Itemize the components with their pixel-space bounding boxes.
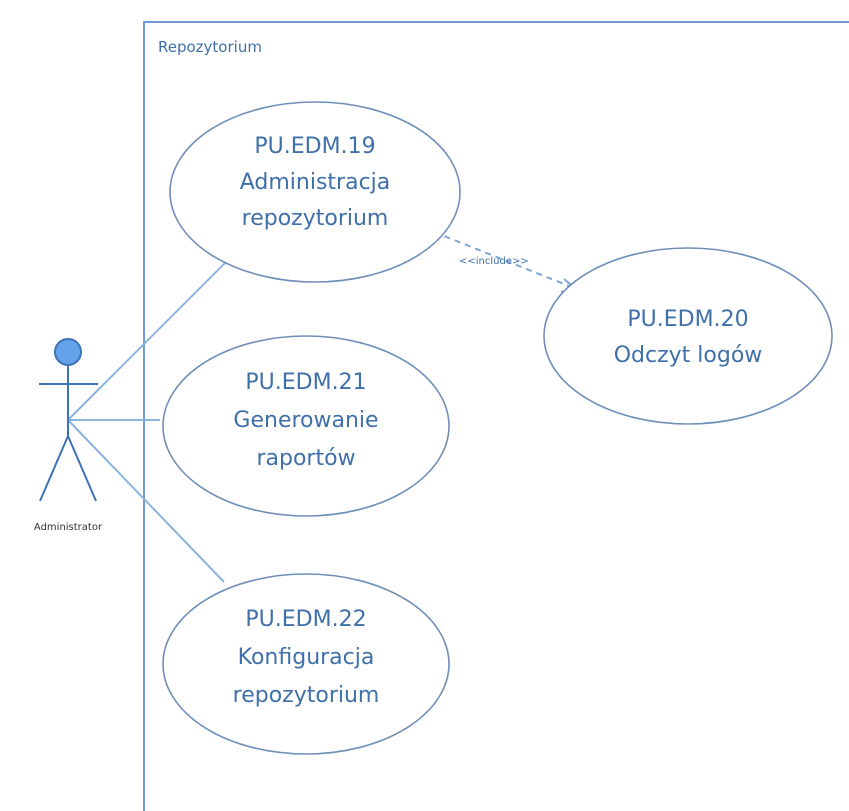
use-case-pu-edm-20[interactable]: PU.EDM.20 Odczyt logów	[543, 247, 833, 425]
use-case-name: repozytorium	[233, 683, 380, 708]
association-line-uc19	[67, 251, 237, 421]
actor-icon	[39, 338, 98, 502]
use-case-pu-edm-22[interactable]: PU.EDM.22 Konfiguracja repozytorium	[162, 573, 450, 755]
use-case-id: PU.EDM.20	[627, 307, 748, 332]
use-case-name: Odczyt logów	[614, 343, 763, 368]
use-case-name: Administracja	[240, 170, 391, 195]
use-case-name: repozytorium	[242, 206, 389, 231]
include-line	[423, 227, 575, 289]
include-label: <<include>>	[459, 256, 529, 267]
system-title: Repozytorium	[158, 38, 262, 56]
use-case-name: raportów	[256, 446, 355, 471]
system-boundary	[143, 21, 849, 811]
association-line-uc22	[67, 419, 225, 583]
use-case-name: Generowanie	[233, 408, 378, 433]
use-case-pu-edm-21[interactable]: PU.EDM.21 Generowanie raportów	[162, 335, 450, 517]
use-case-id: PU.EDM.21	[245, 370, 366, 395]
use-case-id: PU.EDM.19	[254, 134, 375, 159]
use-case-id: PU.EDM.22	[245, 607, 366, 632]
actor-administrator[interactable]: Administrator	[34, 338, 103, 533]
use-case-name: Konfiguracja	[238, 645, 375, 670]
actor-label: Administrator	[34, 522, 103, 533]
use-case-pu-edm-19[interactable]: PU.EDM.19 Administracja repozytorium	[169, 101, 461, 283]
